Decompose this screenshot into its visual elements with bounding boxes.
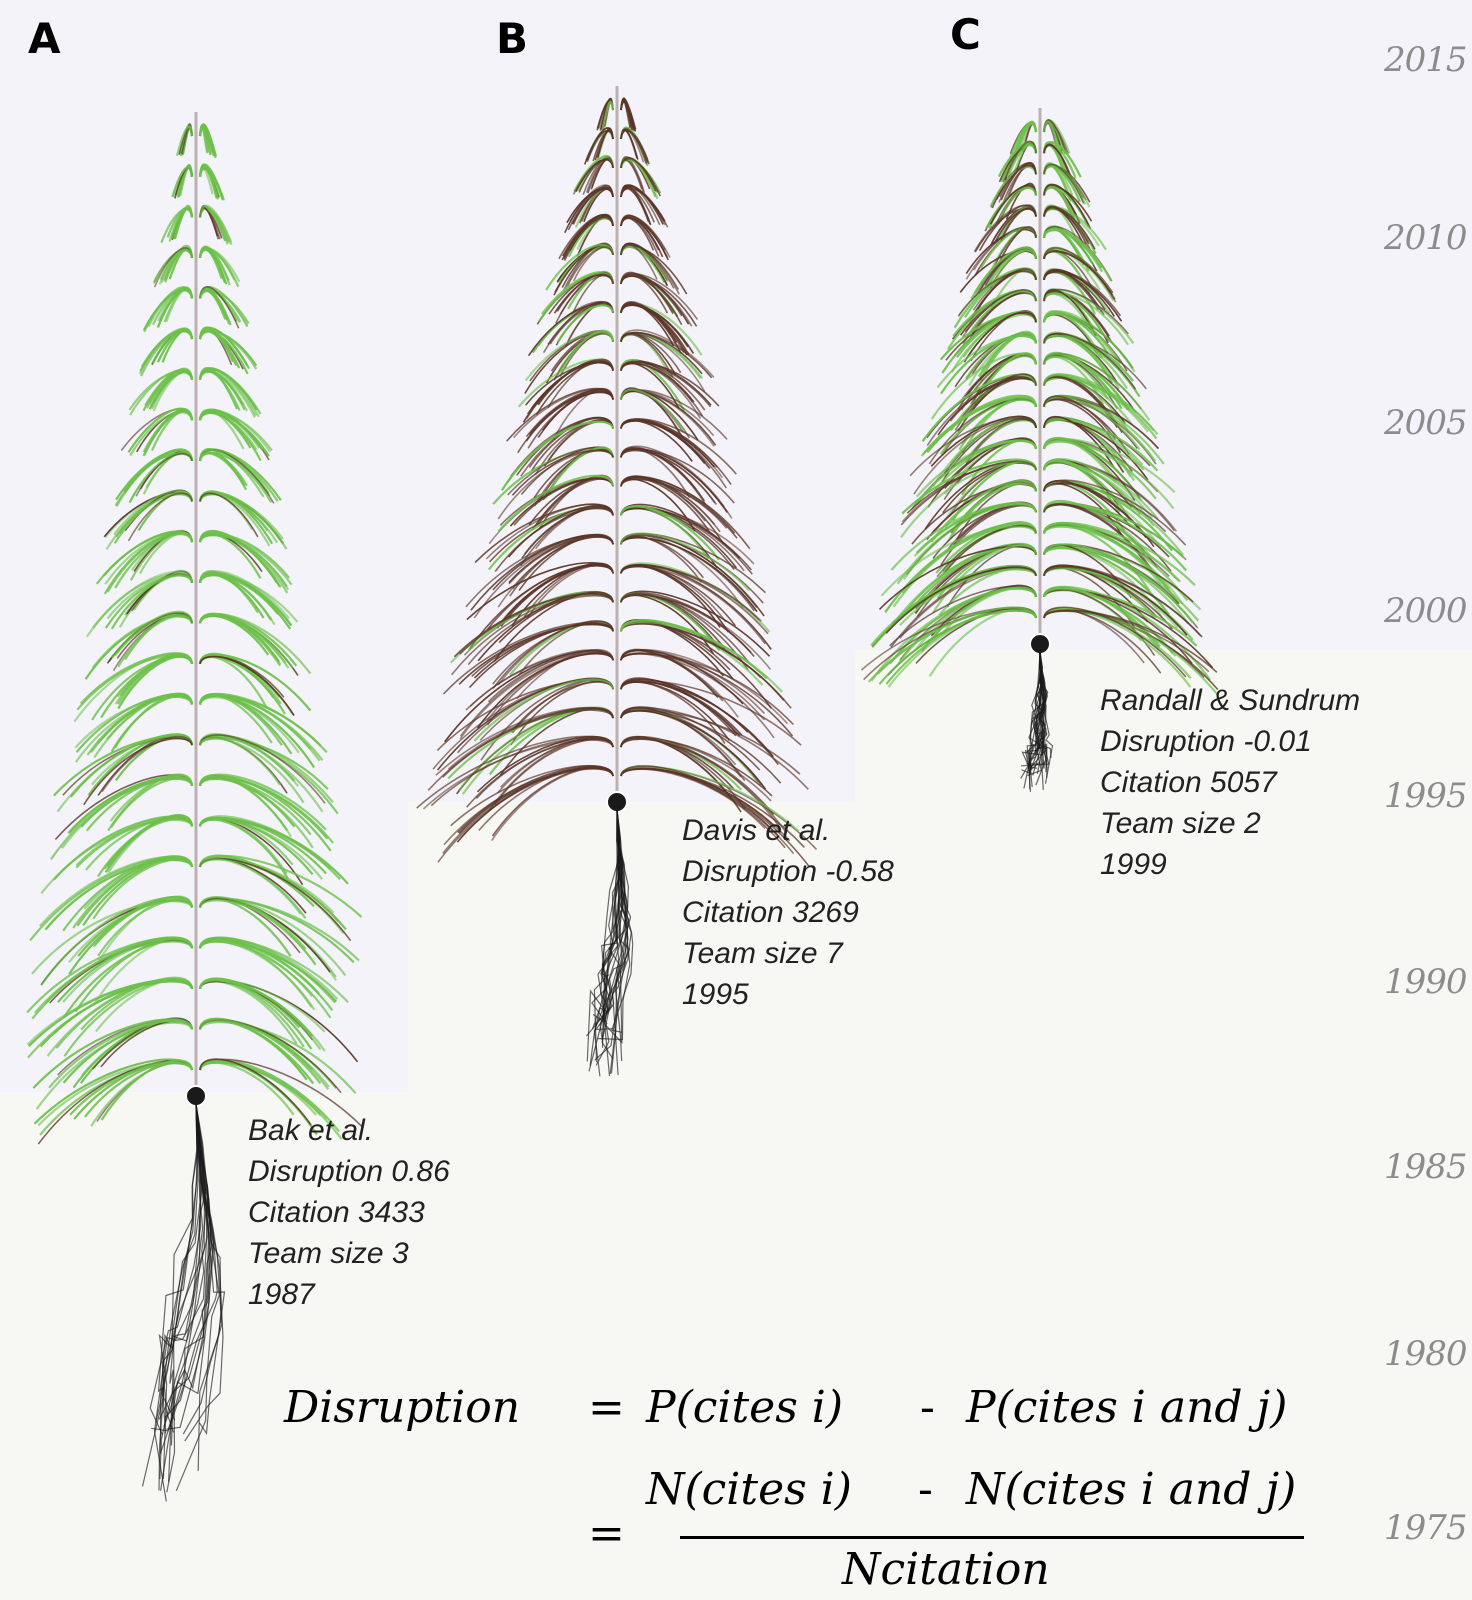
formula-p-cites-i: P(cites i) [646, 1382, 843, 1433]
year-tick-1975: 1975 [1384, 1508, 1467, 1548]
focal-paper-node [607, 792, 627, 812]
formula-n-cites-i-and-j: N(cites i and j) [966, 1464, 1296, 1515]
paper-info-b: Davis et al. Disruption -0.58 Citation 3… [682, 810, 894, 1015]
formula-p-cites-i-and-j: P(cites i and j) [966, 1382, 1287, 1433]
formula-denominator: Ncitation [842, 1544, 1050, 1595]
focal-paper-node [1030, 634, 1050, 654]
citation-label: Citation 3269 [682, 892, 894, 933]
team-size-label: Team size 7 [682, 933, 894, 974]
fraction-bar [680, 1536, 1304, 1539]
year-tick-2010: 2010 [1384, 218, 1467, 258]
citation-label: Citation 3433 [248, 1192, 450, 1233]
disruption-label: Disruption -0.01 [1100, 721, 1360, 762]
panel-letter-c: C [950, 10, 981, 59]
formula-lhs: Disruption [284, 1382, 520, 1433]
team-size-label: Team size 2 [1100, 803, 1360, 844]
panel-letter-a: A [28, 14, 61, 63]
year-tick-1990: 1990 [1384, 962, 1467, 1002]
author-label: Davis et al. [682, 810, 894, 851]
reference-roots [143, 1104, 225, 1501]
year-tick-1995: 1995 [1384, 776, 1467, 816]
paper-info-c: Randall & Sundrum Disruption -0.01 Citat… [1100, 680, 1360, 885]
reference-roots [1021, 652, 1053, 792]
year-label: 1995 [682, 974, 894, 1015]
disruption-label: Disruption -0.58 [682, 851, 894, 892]
year-tick-2005: 2005 [1384, 403, 1467, 443]
paper-info-a: Bak et al. Disruption 0.86 Citation 3433… [248, 1110, 450, 1315]
year-tick-2000: 2000 [1384, 591, 1467, 631]
formula-minus-1: - [920, 1382, 935, 1433]
formula-equals-2: = [588, 1508, 625, 1559]
year-tick-1985: 1985 [1384, 1147, 1467, 1187]
citation-label: Citation 5057 [1100, 762, 1360, 803]
year-label: 1999 [1100, 844, 1360, 885]
focal-paper-node [186, 1086, 206, 1106]
panel-letter-b: B [496, 14, 528, 63]
year-label: 1987 [248, 1274, 450, 1315]
disruption-label: Disruption 0.86 [248, 1151, 450, 1192]
year-tick-1980: 1980 [1384, 1334, 1467, 1374]
author-label: Randall & Sundrum [1100, 680, 1360, 721]
formula-equals-1: = [588, 1382, 625, 1433]
reference-roots [586, 810, 632, 1076]
team-size-label: Team size 3 [248, 1233, 450, 1274]
year-tick-2015: 2015 [1384, 40, 1467, 80]
formula-minus-2: - [918, 1464, 933, 1515]
author-label: Bak et al. [248, 1110, 450, 1151]
formula-n-cites-i: N(cites i) [646, 1464, 852, 1515]
